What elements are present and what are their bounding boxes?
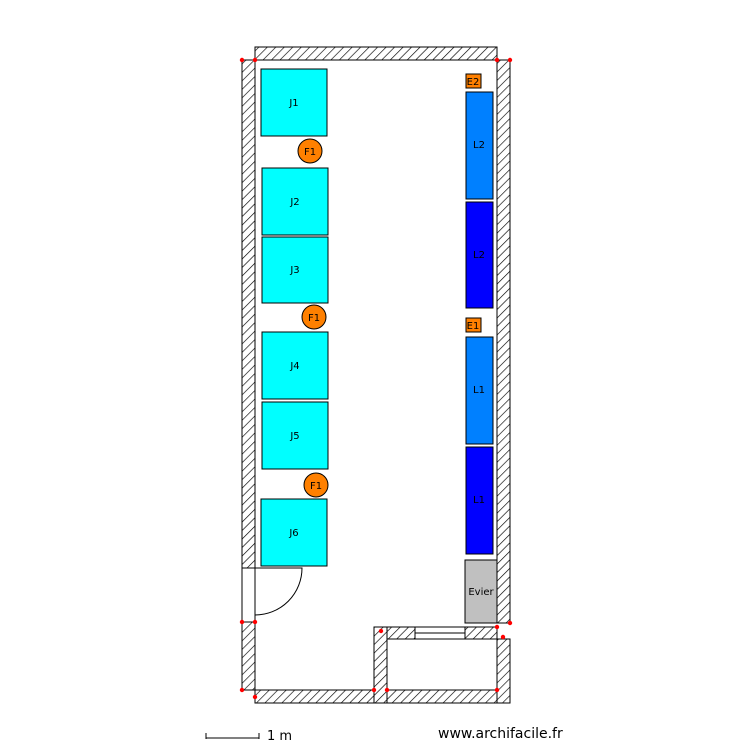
fixtures-e: E2 E1 <box>465 73 482 333</box>
table-j1 <box>260 68 328 137</box>
tables: J1 J2 J3 J4 J5 J6 <box>260 68 329 567</box>
table-j2 <box>261 167 329 236</box>
site-credit: www.archifacile.fr <box>438 726 563 742</box>
table-j3 <box>261 236 329 304</box>
marker <box>252 619 258 625</box>
wall-right <box>496 59 511 624</box>
fixtures-f1: F1 F1 F1 <box>297 138 329 498</box>
marker <box>494 687 500 693</box>
fixture-f1-bottom-label: F1 <box>310 481 322 492</box>
scale-label: 1 m <box>267 729 293 744</box>
sink <box>464 559 498 624</box>
marker <box>378 628 384 634</box>
fixture-e2 <box>465 73 482 89</box>
marker <box>494 624 500 630</box>
fixture-f1-middle <box>301 304 327 330</box>
table-j4 <box>261 331 329 400</box>
wall-right-lower <box>496 638 511 704</box>
sink-label: Evier <box>468 587 494 598</box>
marker <box>507 57 513 63</box>
table-j4-label: J4 <box>289 361 299 372</box>
marker <box>239 687 245 693</box>
walls <box>241 46 511 704</box>
bench-l2-dark <box>465 201 494 309</box>
marker <box>494 57 500 63</box>
door <box>241 567 303 623</box>
bench-l1-dark <box>465 446 494 555</box>
wall-inner-top-right <box>464 626 498 640</box>
bench-l2-light <box>465 91 494 200</box>
fixture-f1-top-label: F1 <box>304 147 316 158</box>
wall-inner-top-left <box>386 626 416 640</box>
bench-l1-light <box>465 336 494 445</box>
bench-l1-dark-label: L1 <box>473 495 485 506</box>
fixture-e1 <box>465 317 482 333</box>
bench-l2-dark-label: L2 <box>473 250 485 261</box>
marker <box>507 620 513 626</box>
fixture-f1-bottom <box>303 472 329 498</box>
table-j3-label: J3 <box>289 265 299 276</box>
table-j2-label: J2 <box>289 197 299 208</box>
wall-left-upper <box>241 59 256 569</box>
wall-inner-vertical <box>373 626 388 704</box>
corner-markers <box>239 57 513 700</box>
scale-bar <box>205 733 260 739</box>
table-j6 <box>260 498 328 567</box>
door-swing-arc <box>254 567 303 616</box>
marker <box>500 634 506 640</box>
fixture-f1-top <box>297 138 323 164</box>
marker <box>239 619 245 625</box>
marker <box>384 687 390 693</box>
table-j1-label: J1 <box>288 98 298 109</box>
wall-bottom-left <box>254 689 375 704</box>
table-j5-label: J5 <box>289 431 299 442</box>
fixture-e1-label: E1 <box>467 321 480 332</box>
marker <box>252 57 258 63</box>
wall-bottom-right <box>386 689 498 704</box>
wall-left-lower <box>241 621 256 691</box>
door-leaf <box>241 567 256 623</box>
fixture-e2-label: E2 <box>467 77 480 88</box>
benches: L2 L2 L1 L1 <box>465 91 494 555</box>
wall-top <box>254 46 498 61</box>
bench-l1-light-label: L1 <box>473 385 485 396</box>
table-j6-label: J6 <box>288 528 298 539</box>
marker <box>371 687 377 693</box>
marker <box>252 694 258 700</box>
marker <box>239 57 245 63</box>
bench-l2-light-label: L2 <box>473 140 485 151</box>
table-j5 <box>261 401 329 470</box>
fixture-f1-middle-label: F1 <box>308 313 320 324</box>
